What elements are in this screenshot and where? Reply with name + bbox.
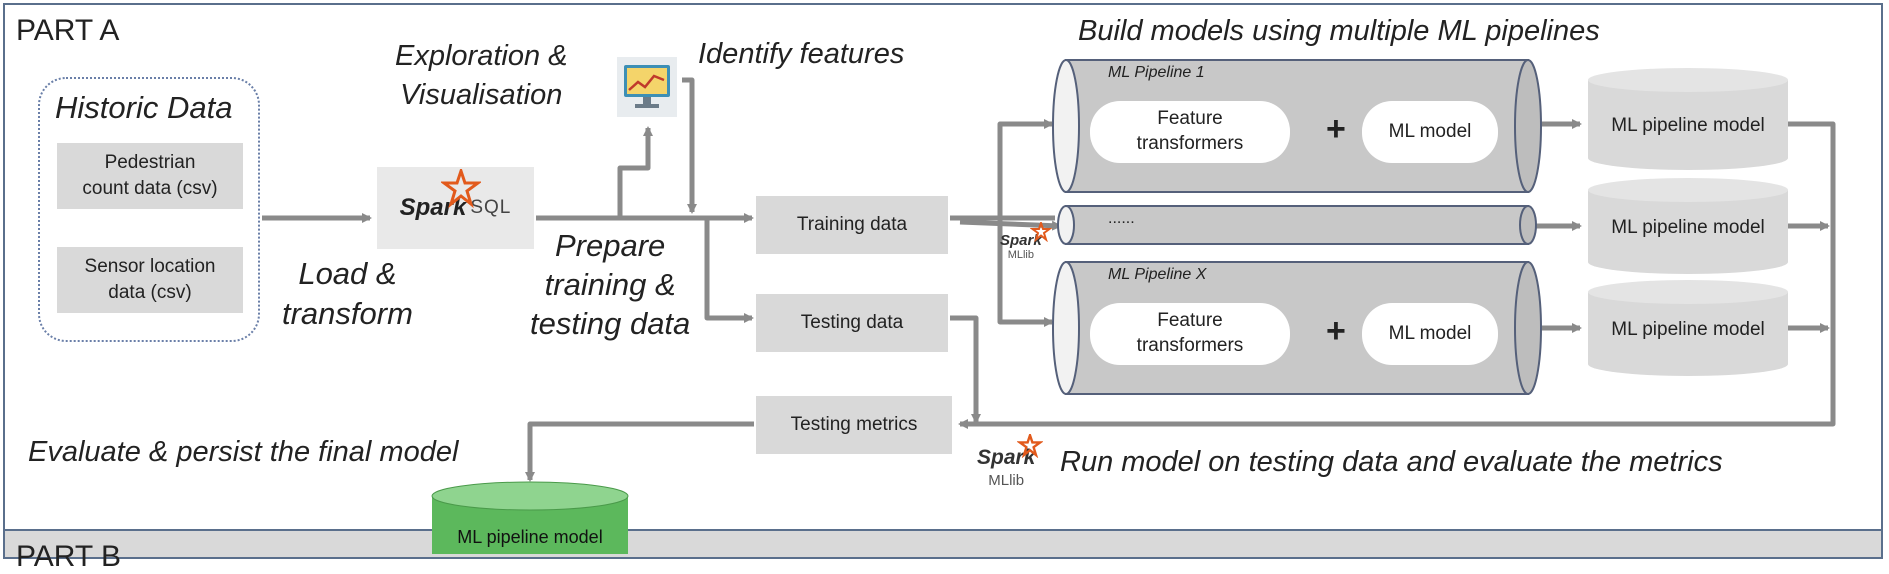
prepare-data-label: Prepare training & testing data [530, 227, 690, 343]
spark-star-icon [1030, 222, 1052, 242]
prepare-line-1: Prepare [555, 228, 666, 263]
final-model-cylinder [431, 481, 629, 554]
pipeline-middle-cylinder [1057, 205, 1537, 245]
spark-sql-logo: Spark SQL [377, 167, 534, 249]
pedestrian-count-source: Pedestrian count data (csv) [57, 143, 243, 209]
pipelines-layer [431, 59, 1788, 554]
historic-data-title: Historic Data [55, 90, 233, 125]
load-transform-label: Load & transform [282, 254, 413, 335]
pipeline-1-title: ML Pipeline 1 [1108, 64, 1205, 81]
pipeline-x-transformers: Feature transformers [1090, 303, 1290, 365]
pedestrian-line-1: Pedestrian [104, 152, 196, 174]
pipeline-1-ml-model: ML model [1362, 101, 1498, 163]
sensor-location-source: Sensor location data (csv) [57, 247, 243, 313]
part-a-title: PART A [16, 14, 120, 47]
explore-line-1: Exploration & [395, 40, 568, 72]
pipeline-1-transformers: Feature transformers [1090, 101, 1290, 163]
p1-transformers-line-2: transformers [1136, 133, 1244, 154]
mllib-small-mllib: MLlib [1007, 249, 1034, 261]
testing-metrics-box: Testing metrics [756, 396, 952, 454]
output-cylinder-2 [1588, 178, 1788, 274]
identify-features-label: Identify features [698, 38, 905, 70]
mllib-logo-large: Spark MLlib [977, 434, 1043, 489]
training-data-box: Training data [756, 196, 948, 254]
prepare-line-3: testing data [530, 305, 691, 341]
evaluate-persist-label: Evaluate & persist the final model [28, 436, 459, 468]
diagram: PART A PART B [3, 3, 1883, 573]
sensor-line-1: Sensor location [84, 256, 216, 278]
mllib-large-mllib: MLlib [988, 472, 1025, 489]
mllib-small-spark: Spark [1000, 232, 1042, 249]
spark-word: Spark [399, 194, 467, 221]
sql-word: SQL [470, 197, 512, 218]
sensor-line-2: data (csv) [108, 282, 192, 303]
output-cylinder-1 [1588, 68, 1788, 170]
testing-data-box: Testing data [756, 294, 948, 352]
output-1-label: ML pipeline model [1611, 115, 1765, 136]
spark-star-icon [441, 169, 481, 209]
load-line-1: Load & [298, 256, 397, 291]
pipeline-middle-ellipsis: ...... [1108, 210, 1135, 227]
pipeline-x-ml-model: ML model [1362, 303, 1498, 365]
mllib-logo-small: Spark MLlib [1000, 222, 1052, 261]
explore-line-2: Visualisation [400, 79, 563, 112]
pedestrian-line-2: count data (csv) [82, 178, 218, 199]
mllib-large-spark: Spark [977, 446, 1036, 469]
px-transformers-line-2: transformers [1136, 335, 1244, 356]
run-model-label: Run model on testing data and evaluate t… [1060, 446, 1723, 478]
pipeline-x-plus: + [1326, 312, 1346, 350]
final-model-label: ML pipeline model [457, 527, 603, 547]
pipeline-1-plus: + [1326, 110, 1346, 148]
historic-data-group [38, 77, 260, 342]
load-line-2: transform [282, 296, 413, 332]
prepare-line-2: training & [544, 266, 676, 302]
spark-star-icon [1017, 434, 1043, 458]
px-transformers-line-1: Feature [1157, 310, 1223, 332]
monitor-chart-icon [617, 57, 677, 117]
pipeline-x-title: ML Pipeline X [1108, 266, 1207, 283]
output-2-label: ML pipeline model [1611, 217, 1765, 238]
output-cylinder-3 [1588, 280, 1788, 376]
exploration-label: Exploration & Visualisation [395, 37, 568, 115]
output-3-label: ML pipeline model [1611, 319, 1765, 340]
p1-transformers-line-1: Feature [1157, 108, 1223, 130]
build-models-label: Build models using multiple ML pipelines [1078, 15, 1600, 47]
